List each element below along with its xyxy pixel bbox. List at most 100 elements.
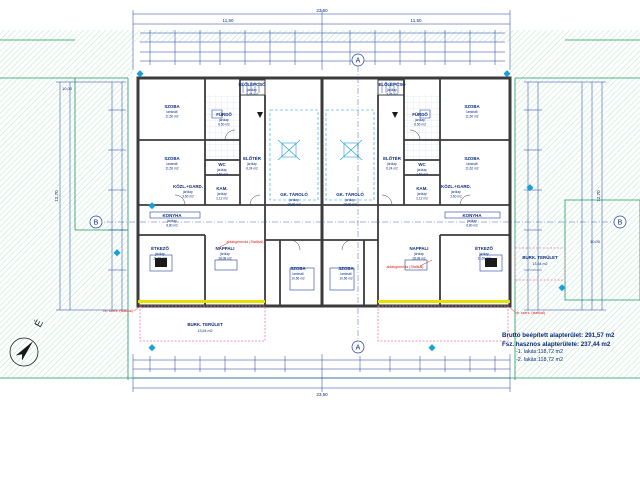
- left-room-area: 2,12 m2: [216, 197, 228, 201]
- right-room-floor: járólap: [386, 88, 397, 92]
- left-room-floor: járólap: [288, 198, 299, 202]
- red-leaders: [133, 242, 516, 313]
- right-room-floor: laminált: [467, 110, 478, 114]
- terrace-labels: BURK. TERÜLET 13,64 m2 BURK. TERÜLET 13,…: [187, 255, 558, 333]
- dim-top-half-right: 11,50: [411, 18, 422, 23]
- right-room-floor: járólap: [386, 162, 397, 166]
- left-room-name: WC: [218, 162, 226, 167]
- right-room-area: 3,45 m2: [386, 93, 398, 97]
- right-room-area: 28,08 m2: [412, 257, 426, 261]
- left-room-floor: járólap: [154, 252, 165, 256]
- left-room-name: KONYHA: [162, 213, 182, 218]
- right-room-name: KÖZL.+GARD.: [441, 184, 471, 189]
- building-walls: [136, 76, 512, 308]
- left-room-area: 11,50 m2: [165, 115, 178, 119]
- note-bottom-right: vb. szerk. (statikai): [515, 311, 545, 315]
- terrace-left-area: 13,64 m2: [198, 329, 213, 333]
- right-room-floor: laminált: [341, 272, 352, 276]
- left-room-floor: laminált: [167, 162, 178, 166]
- left-room-area: 3,60 m2: [182, 195, 194, 199]
- area-summary: Bruttó beépített alapterület: 291,57 m2 …: [502, 332, 638, 364]
- left-room-area: 10,56 m2: [291, 277, 305, 281]
- terraces: [139, 247, 566, 342]
- right-room-floor: járólap: [414, 118, 425, 122]
- left-room-floor: laminált: [293, 272, 304, 276]
- dim-right-total: 12,70: [596, 190, 601, 202]
- right-room-area: 1,50 m2: [416, 173, 428, 177]
- left-room-area: 11,60 m2: [153, 257, 166, 261]
- section-a-top: A: [356, 58, 361, 65]
- dim-top-total: 23,50: [316, 8, 328, 13]
- summary-unit-2: -2. lakás:118,72 m2: [516, 356, 563, 363]
- right-room-name: ELŐTÉR: [383, 156, 402, 161]
- dim-top-half-left: 11,50: [223, 18, 234, 23]
- tiled-rooms: [206, 95, 439, 159]
- right-room-area: 3,60 m2: [450, 195, 462, 199]
- left-room-area: 11,50 m2: [165, 167, 178, 171]
- sofa-left: [214, 259, 238, 271]
- garage-markers: [269, 109, 375, 201]
- left-room-floor: járólap: [246, 162, 257, 166]
- right-room-area: 8,80 m2: [466, 224, 478, 228]
- side-dim-texts: 12,70 12,70 10,00 10,00: [54, 86, 601, 244]
- terrace-right-name: BURK. TERÜLET: [522, 255, 558, 260]
- right-room-name: GK. TÁROLÓ: [336, 192, 364, 197]
- summary-gross-area: Bruttó beépített alapterület: 291,57 m2: [502, 332, 615, 339]
- right-room-floor: járólap: [416, 168, 427, 172]
- yellow-highlights: [138, 300, 510, 303]
- left-room-area: 28,08 m2: [218, 257, 232, 261]
- left-room-name: ELŐLÉPCSŐ: [238, 82, 266, 87]
- left-room-floor: járólap: [216, 192, 227, 196]
- right-room-name: KONYHA: [462, 213, 482, 218]
- left-room-floor: laminált: [167, 110, 178, 114]
- right-room-floor: járólap: [466, 219, 477, 223]
- furniture: [149, 109, 503, 291]
- left-room-name: SZOBA: [164, 104, 180, 109]
- terrace-left-name: BURK. TERÜLET: [187, 322, 223, 327]
- left-room-area: 8,80 m2: [166, 224, 178, 228]
- section-a-bottom: A: [356, 345, 361, 352]
- left-room-floor: járólap: [246, 88, 257, 92]
- left-room-name: GK. TÁROLÓ: [280, 192, 308, 197]
- right-room-name: SZOBA: [464, 104, 480, 109]
- section-markers-a: A A: [351, 53, 365, 354]
- left-room-area: 3,45 m2: [246, 93, 258, 97]
- kitchen-counter-right: [444, 211, 501, 219]
- dim-left-total: 12,70: [54, 190, 59, 202]
- right-room-floor: járólap: [413, 252, 424, 256]
- left-room-name: ELŐTÉR: [243, 156, 262, 161]
- note-window-right: ablakgerenda (Statikai): [387, 265, 424, 269]
- level-symbols: [113, 70, 566, 352]
- right-room-name: SZOBA: [464, 156, 480, 161]
- summary-usable-area: Fsz. hasznos alapterülete: 237,44 m2: [502, 340, 611, 348]
- right-room-area: 10,56 m2: [339, 277, 353, 281]
- right-room-name: ÉTKEZŐ: [475, 246, 493, 251]
- top-dimension-chains: [132, 10, 511, 70]
- right-room-name: KAM.: [416, 186, 427, 191]
- right-room-name: SZOBA: [338, 266, 354, 271]
- left-room-area: 18,00 m2: [287, 203, 301, 207]
- right-room-floor: járólap: [344, 198, 355, 202]
- left-room-name: FÜRDŐ: [216, 112, 232, 117]
- note-bottom-left: vb. szerk. (statikai): [103, 309, 133, 313]
- left-room-name: SZOBA: [164, 156, 180, 161]
- right-room-area: 2,12 m2: [416, 197, 428, 201]
- right-room-name: FÜRDŐ: [412, 112, 428, 117]
- right-room-floor: járólap: [450, 190, 461, 194]
- terrace-right-area: 13,64 m2: [533, 262, 548, 266]
- section-b-left: B: [94, 220, 99, 227]
- dim-left-outer: 10,00: [62, 86, 73, 91]
- red-notes: ablakgerenda (Statikai) ablakgerenda (St…: [103, 240, 545, 315]
- dining-table-left: [149, 254, 173, 272]
- left-room-floor: járólap: [166, 219, 177, 223]
- left-room-name: KAM.: [216, 186, 227, 191]
- left-room-area: 1,50 m2: [216, 173, 228, 177]
- doors: [174, 129, 471, 251]
- dim-bottom-total: 23,50: [316, 392, 328, 397]
- right-room-name: NAPPALI: [410, 246, 429, 251]
- left-room-floor: járólap: [216, 168, 227, 172]
- left-room-name: KÖZL.+GARD.: [173, 184, 203, 189]
- left-room-name: NAPPALI: [216, 246, 235, 251]
- right-room-area: 6,24 m2: [386, 167, 398, 171]
